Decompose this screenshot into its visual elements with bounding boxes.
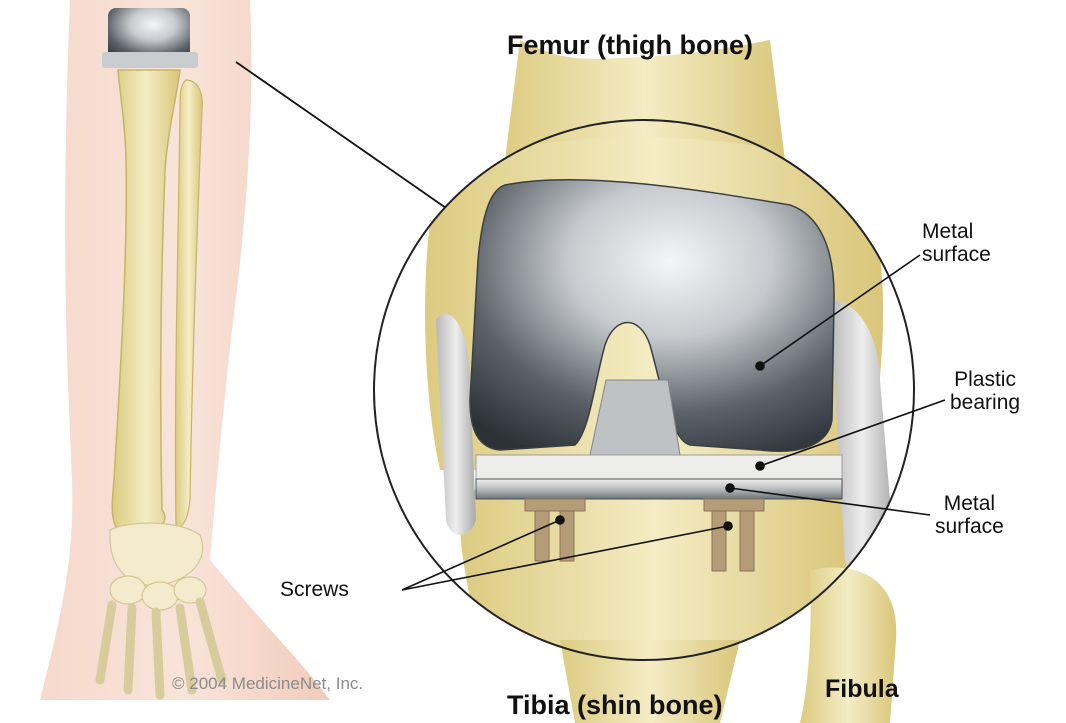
label-plastic-bearing: Plastic bearing [950, 368, 1020, 414]
label-metal-surface-bottom-line1: Metal [935, 492, 1004, 515]
label-metal-surface-top: Metal surface [922, 220, 991, 266]
label-plastic-bearing-line1: Plastic [950, 368, 1020, 391]
label-femur: Femur (thigh bone) [507, 30, 753, 61]
label-metal-surface-top-line2: surface [922, 243, 991, 266]
tibial-post [590, 380, 680, 455]
knee-detail [374, 40, 914, 723]
label-metal-surface-bottom-line2: surface [935, 515, 1004, 538]
label-metal-surface-top-line1: Metal [922, 220, 991, 243]
label-screws: Screws [280, 578, 349, 602]
label-fibula: Fibula [825, 675, 899, 704]
copyright-text: © 2004 MedicineNet, Inc. [172, 674, 363, 694]
plastic-bearing-layer [476, 455, 842, 479]
leader-line-zoom [236, 62, 446, 208]
label-plastic-bearing-line2: bearing [950, 391, 1020, 414]
label-metal-surface-bottom: Metal surface [935, 492, 1004, 538]
label-tibia: Tibia (shin bone) [507, 690, 723, 721]
